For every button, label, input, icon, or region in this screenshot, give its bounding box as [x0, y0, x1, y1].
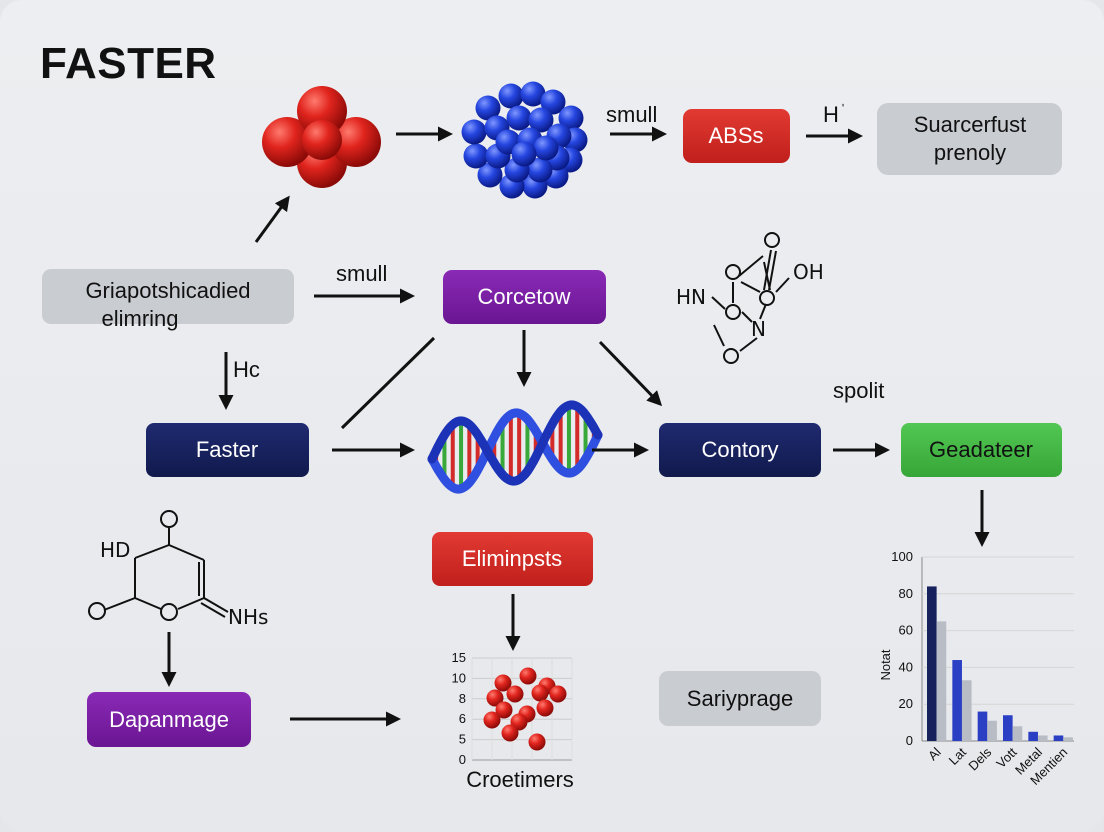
bar-lat-s2	[961, 680, 972, 741]
blue-sphere	[461, 119, 487, 145]
bar-y-tick: 20	[899, 696, 913, 711]
blue-sphere	[540, 89, 566, 115]
box-corcetow-label: Corcetow	[478, 284, 571, 309]
bar-dels-s1	[977, 711, 988, 741]
bar-category-label: Dels	[965, 744, 994, 773]
bar-metal-s2	[1037, 735, 1048, 741]
scatter-y-tick: 6	[459, 711, 466, 726]
blue-molecule-icon	[461, 81, 588, 199]
box-griapot-line2: elimring	[101, 306, 178, 331]
chemical-structure-left: HD NHs	[88, 510, 268, 629]
box-contory: Contory	[659, 423, 821, 477]
dna-strand	[427, 400, 603, 486]
label-smull-mid: smull	[336, 261, 387, 286]
chemical-structure-right: OH HN N	[676, 232, 824, 364]
bar-dels-s2	[987, 720, 997, 741]
bar-mentien-s1	[1053, 735, 1064, 741]
scatter-point	[506, 685, 524, 703]
chem-nhs: NHs	[228, 605, 268, 629]
scatter-point	[536, 699, 554, 717]
bar-al-s1	[927, 586, 937, 741]
scatter-y-tick: 0	[459, 752, 466, 767]
blue-sphere	[477, 162, 503, 188]
bar-y-tick: 60	[899, 623, 913, 638]
chem-oh: OH	[793, 260, 824, 284]
bar-y-tick: 80	[899, 586, 913, 601]
bar-y-tick: 0	[906, 733, 913, 748]
bar-al-s2	[936, 621, 947, 741]
diagram-title: FASTER	[40, 39, 217, 88]
box-absss-label: ABSs	[708, 123, 763, 148]
blue-sphere	[506, 105, 532, 131]
box-suarcerfust-line1: Suarcerfust	[914, 112, 1027, 137]
box-faster: Faster	[146, 423, 309, 477]
line-corcetow-to-faster	[340, 336, 436, 430]
blue-sphere	[463, 143, 489, 169]
box-absss: ABSs	[683, 109, 790, 163]
arrow-griapot-to-red	[254, 195, 290, 243]
bar-y-tick: 100	[891, 549, 913, 564]
scatter-point	[495, 701, 513, 719]
blue-sphere	[558, 105, 584, 131]
box-griapotshicadied: Griapotshicadied elimring	[42, 269, 294, 331]
box-suarcerfust-line2: prenoly	[934, 140, 1006, 165]
scatter-point	[483, 711, 501, 729]
bar-metal-s1	[1028, 731, 1038, 741]
blue-sphere	[527, 157, 553, 183]
blue-sphere	[533, 135, 559, 161]
box-eliminpsts-label: Eliminpsts	[462, 546, 562, 571]
scatter-y-tick: 15	[452, 650, 466, 665]
bar-ylabel: Notat	[878, 649, 893, 680]
bar-y-tick: 40	[899, 659, 913, 674]
red-molecule-icon	[262, 86, 381, 188]
box-dapanmage: Dapanmage	[87, 692, 251, 747]
blue-sphere	[475, 95, 501, 121]
scatter-point	[501, 724, 519, 742]
scatter-y-tick: 5	[459, 732, 466, 747]
scatter-chart: 15 10 8 6 5 0 Croetimers	[452, 650, 574, 792]
box-geadateer-label: Geadateer	[929, 437, 1033, 462]
chem-hn: HN	[676, 285, 706, 309]
dna-helix-icon	[427, 400, 603, 494]
bar-mentien-s2	[1063, 737, 1073, 741]
label-hc: Hc	[233, 357, 260, 382]
box-corcetow: Corcetow	[443, 270, 606, 324]
blue-sphere	[520, 81, 546, 107]
box-eliminpsts: Eliminpsts	[432, 532, 593, 586]
scatter-point	[494, 674, 512, 692]
bar-vott-s1	[1003, 715, 1013, 741]
bar-lat-s1	[952, 660, 962, 741]
box-dapanmage-label: Dapanmage	[109, 707, 229, 732]
scatter-point	[531, 684, 549, 702]
box-geadateer: Geadateer	[901, 423, 1062, 477]
scatter-point	[519, 667, 537, 685]
scatter-y-tick: 10	[452, 670, 466, 685]
label-smull-top: smull	[606, 102, 657, 127]
box-sariyprage-label: Sariyprage	[687, 686, 793, 711]
blue-sphere	[528, 107, 554, 133]
chem-hd: HD	[100, 538, 130, 562]
dna-strand	[427, 408, 603, 494]
scatter-point	[486, 689, 504, 707]
scatter-point	[528, 733, 546, 751]
blue-sphere	[498, 83, 524, 109]
scatter-xlabel: Croetimers	[466, 767, 574, 792]
blue-sphere	[511, 141, 537, 167]
scatter-y-tick: 8	[459, 691, 466, 706]
label-spolit: spolit	[833, 378, 884, 403]
box-sariyprage: Sariyprage	[659, 671, 821, 726]
chem-n: N	[751, 317, 766, 341]
box-griapot-line1: Griapotshicadied	[85, 278, 250, 303]
bar-category-label: Al	[925, 744, 944, 763]
box-suarcerfust: Suarcerfust prenoly	[877, 103, 1062, 175]
scatter-point	[549, 685, 567, 703]
box-faster-label: Faster	[196, 437, 258, 462]
bar-vott-s2	[1012, 726, 1023, 741]
box-contory-label: Contory	[701, 437, 778, 462]
arrow-corcetow-to-contory	[598, 340, 663, 407]
